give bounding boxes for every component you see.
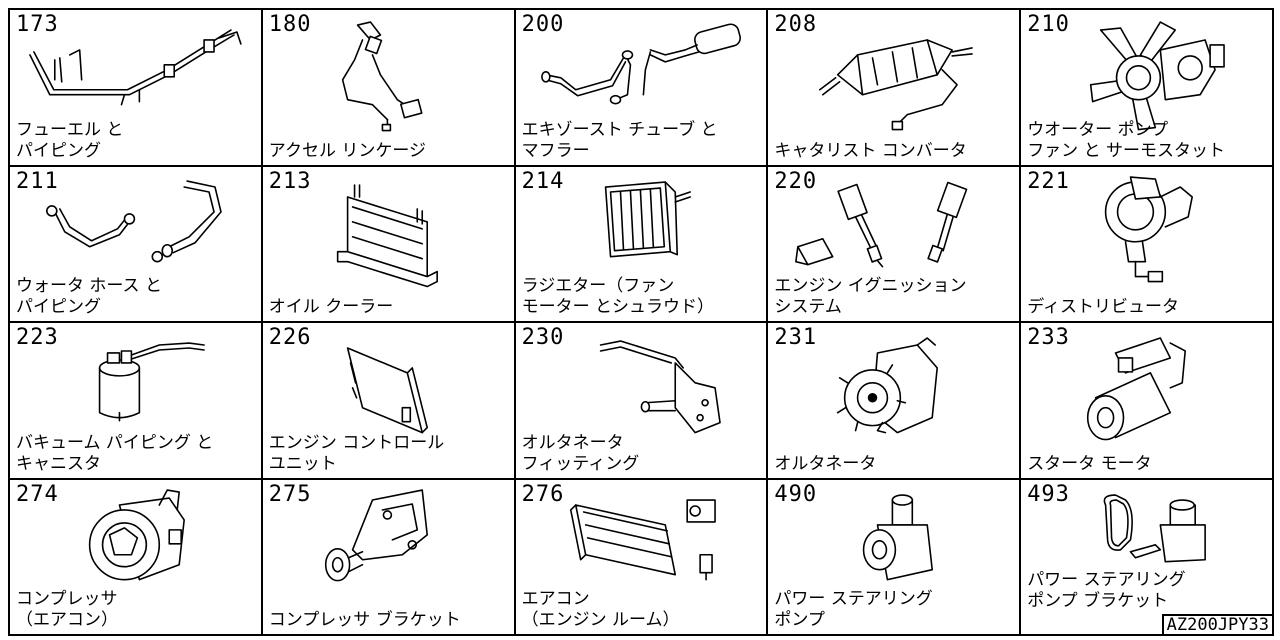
engine-control-unit-icon — [346, 347, 428, 434]
category-label: ウオーター ポンプファン と サーモスタット — [1027, 119, 1225, 161]
category-cell-180[interactable]: 180 アクセル リンケージ — [262, 10, 516, 167]
category-number: 211 — [16, 168, 59, 194]
accelerator-linkage-icon — [341, 21, 423, 132]
category-number: 213 — [268, 168, 312, 194]
category-label: エキゾースト チューブ とマフラー — [521, 119, 718, 161]
category-label: パワー ステアリングポンプ ブラケット — [1027, 570, 1186, 611]
ignition-system-icon — [795, 181, 968, 267]
category-number: 208 — [774, 12, 818, 37]
category-cell-274[interactable]: 274 コンプレッサ（エアコン） — [10, 479, 263, 636]
alternator-bracket-icon — [599, 340, 721, 434]
category-number: 493 — [1027, 481, 1070, 507]
category-cell-221[interactable]: 221 ディストリビュータ — [1021, 166, 1274, 323]
category-cell-275[interactable]: 275 コンプレッサ ブラケット — [262, 479, 516, 636]
category-label: フューエル とパイピング — [16, 119, 124, 161]
category-label: スタータ モータ — [1027, 453, 1152, 474]
category-label: オイル クーラー — [268, 297, 394, 317]
category-label: ラジエター（ファンモーター とシュラウド） — [521, 276, 714, 317]
category-label: エアコン（エンジン ルーム） — [521, 589, 680, 630]
category-number: 230 — [521, 325, 565, 350]
category-number: 233 — [1027, 325, 1070, 350]
category-number: 223 — [16, 325, 59, 350]
category-cell-214[interactable]: 214 ラジエター（ファンモーター とシュラウド） — [515, 166, 769, 323]
power-steering-pump-icon — [863, 493, 934, 580]
category-number: 214 — [521, 168, 565, 194]
category-cell-200[interactable]: 200 エキゾースト チューブ とマフラー — [515, 10, 769, 167]
parts-category-grid: 173 フューエル とパイピング 180 アクセル リンケージ — [8, 8, 1274, 636]
ac-condenser-icon — [569, 498, 716, 580]
category-cell-490[interactable]: 490 パワー ステアリングポンプ — [768, 479, 1022, 636]
oil-cooler-icon — [336, 183, 438, 287]
compressor-bracket-icon — [324, 488, 428, 581]
category-cell-213[interactable]: 213 オイル クーラー — [262, 166, 516, 323]
fuel-piping-icon — [29, 29, 242, 106]
category-number: 180 — [268, 12, 312, 37]
water-hose-icon — [46, 179, 222, 262]
category-label: コンプレッサ（エアコン） — [16, 589, 118, 630]
category-cell-231[interactable]: 231 オルタネータ — [768, 323, 1022, 480]
category-number: 200 — [521, 12, 565, 37]
category-label: オルタネータフィッティング — [521, 432, 640, 474]
category-cell-173[interactable]: 173 フューエル とパイピング — [10, 10, 263, 167]
exhaust-muffler-icon — [540, 23, 741, 105]
category-cell-226[interactable]: 226 エンジン コントロールユニット — [262, 323, 516, 480]
category-cell-211[interactable]: 211 ウォータ ホース とパイピング — [10, 166, 263, 323]
category-label: エンジン コントロールユニット — [268, 432, 445, 474]
category-cell-208[interactable]: 208 キャタリスト コンバータ — [768, 10, 1022, 167]
category-number: 490 — [774, 481, 818, 507]
distributor-icon — [1104, 175, 1194, 282]
category-number: 226 — [268, 325, 312, 350]
category-number: 220 — [774, 168, 818, 194]
category-label: コンプレッサ ブラケット — [268, 610, 461, 630]
catalytic-converter-icon — [819, 39, 974, 131]
category-cell-233[interactable]: 233 スタータ モータ — [1021, 323, 1274, 480]
category-number: 221 — [1027, 168, 1070, 194]
category-number: 210 — [1027, 12, 1070, 37]
category-cell-223[interactable]: 223 バキューム パイピング とキャニスタ — [10, 323, 263, 480]
diagram-code: AZ200JPY33 — [1161, 614, 1274, 636]
category-label: パワー ステアリングポンプ — [774, 589, 933, 630]
vacuum-canister-icon — [98, 342, 205, 422]
category-cell-230[interactable]: 230 オルタネータフィッティング — [515, 323, 769, 480]
category-label: エンジン イグニッションシステム — [774, 276, 967, 317]
category-number: 275 — [268, 481, 312, 507]
water-pump-fan-icon — [1090, 21, 1226, 131]
radiator-icon — [604, 180, 691, 257]
starter-motor-icon — [1087, 337, 1187, 441]
ps-pump-bracket-icon — [1103, 493, 1207, 563]
category-label: アクセル リンケージ — [268, 140, 427, 161]
category-number: 173 — [16, 12, 59, 37]
category-number: 276 — [521, 481, 565, 507]
category-number: 274 — [16, 481, 59, 507]
category-cell-210[interactable]: 210 ウオーター ポンプファン と サーモスタット — [1021, 10, 1274, 167]
category-number: 231 — [774, 325, 818, 350]
category-label: ディストリビュータ — [1027, 297, 1179, 317]
alternator-icon — [837, 337, 939, 434]
category-cell-276[interactable]: 276 エアコン（エンジン ルーム） — [515, 479, 769, 636]
category-label: キャタリスト コンバータ — [774, 140, 967, 161]
category-cell-493[interactable]: 493 パワー ステアリングポンプ ブラケット — [1021, 479, 1274, 636]
category-label: オルタネータ — [774, 453, 877, 474]
ac-compressor-icon — [88, 488, 185, 580]
category-label: バキューム パイピング とキャニスタ — [16, 432, 214, 474]
category-label: ウォータ ホース とパイピング — [16, 276, 162, 317]
category-cell-220[interactable]: 220 エンジン イグニッションシステム — [768, 166, 1022, 323]
